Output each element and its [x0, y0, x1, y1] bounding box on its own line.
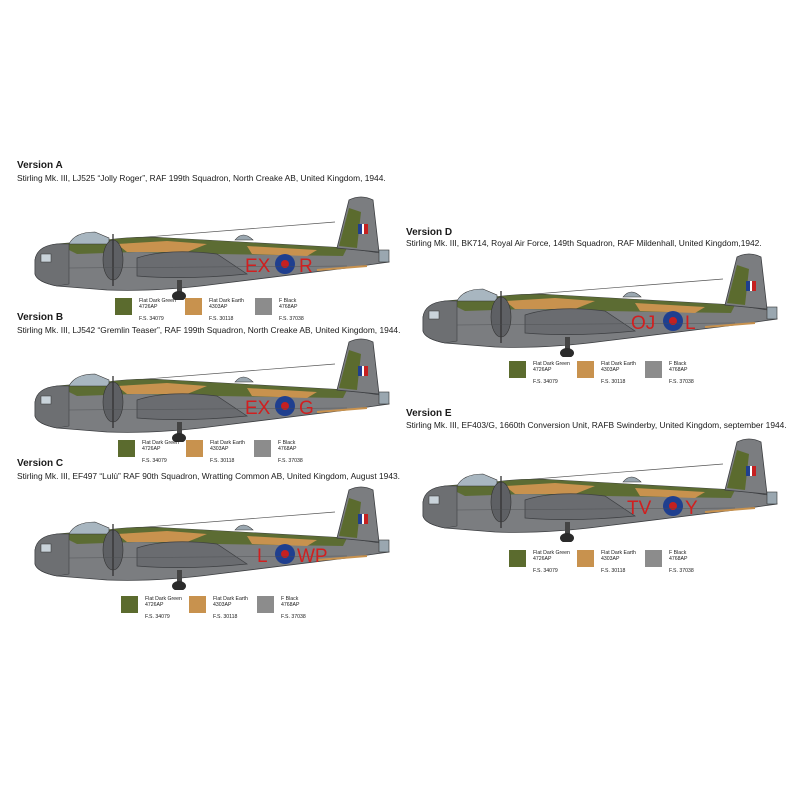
paint-name: F Black [669, 550, 687, 556]
paint-name: Flat Dark Earth [601, 361, 636, 367]
paint-fs: F.S. 30118 [209, 316, 234, 322]
paint-fs: F.S. 30118 [601, 379, 626, 385]
paint-fs: F.S. 30118 [601, 568, 626, 574]
paint-name: Flat Dark Green [533, 361, 570, 367]
version-e-aircraft: TV Y [422, 438, 778, 542]
paint-name: Flat Dark Earth [601, 550, 636, 556]
version-d-code-letters: OJ [631, 313, 655, 334]
flat-dark-earth-swatch [186, 440, 203, 457]
version-c-aircraft: L WP [34, 486, 390, 590]
paint-code: 4768AP [669, 367, 688, 374]
paint-fs: F.S. 30118 [213, 614, 238, 620]
version-c-description: Stirling Mk. III, EF497 “Lulù” RAF 90th … [17, 471, 400, 481]
paint-fs: F.S. 30118 [210, 458, 235, 464]
paint-name: Flat Dark Earth [213, 596, 248, 602]
paint-name: Flat Dark Green [533, 550, 570, 556]
paint-code: 4768AP [279, 304, 298, 311]
paint-code: 4303AP [209, 304, 228, 311]
paint-name: F Black [279, 298, 297, 304]
paint-code: 4303AP [601, 367, 620, 374]
paint-name: Flat Dark Earth [210, 440, 245, 446]
paint-code: 4726AP [139, 304, 158, 311]
paint-fs: F.S. 37038 [669, 568, 694, 574]
f-black-swatch [254, 440, 271, 457]
paint-code: 4768AP [669, 556, 688, 563]
f-black-swatch [645, 361, 662, 378]
paint-name: F Black [278, 440, 296, 446]
paint-name: F Black [669, 361, 687, 367]
paint-fs: F.S. 34079 [533, 568, 558, 574]
version-a-title: Version A [17, 160, 63, 171]
paint-code: 4726AP [145, 602, 164, 609]
version-b-title: Version B [17, 312, 64, 323]
version-d-title: Version D [406, 227, 453, 238]
paint-fs: F.S. 37038 [281, 614, 306, 620]
paint-fs: F.S. 34079 [139, 316, 164, 322]
paint-code: 4726AP [142, 446, 161, 453]
version-c-title: Version C [17, 458, 64, 469]
version-b-description: Stirling Mk. III, LJ542 “Gremlin Teaser”… [17, 325, 401, 335]
version-b-aircraft: EX G [34, 338, 390, 442]
version-d-description: Stirling Mk. III, BK714, Royal Air Force… [406, 238, 762, 248]
paint-code: 4768AP [278, 446, 297, 453]
paint-fs: F.S. 34079 [533, 379, 558, 385]
version-c-code-letters: WP [297, 546, 328, 567]
flat-dark-earth-swatch [577, 361, 594, 378]
paint-code: 4303AP [210, 446, 229, 453]
flat-dark-green-swatch [509, 361, 526, 378]
paint-name: F Black [281, 596, 299, 602]
paint-code: 4303AP [213, 602, 232, 609]
paint-name: Flat Dark Earth [209, 298, 244, 304]
paint-fs: F.S. 37038 [279, 316, 304, 322]
paint-fs: F.S. 37038 [669, 379, 694, 385]
paint-fs: F.S. 34079 [145, 614, 170, 620]
version-a-aircraft: EX R [34, 196, 390, 300]
paint-fs: F.S. 34079 [142, 458, 167, 464]
flat-dark-green-swatch [115, 298, 132, 315]
version-a-aircraft-letter: R [299, 256, 313, 277]
flat-dark-earth-swatch [189, 596, 206, 613]
version-a-code-letters: EX [245, 256, 271, 277]
flat-dark-green-swatch [509, 550, 526, 567]
paint-name: Flat Dark Green [145, 596, 182, 602]
paint-fs: F.S. 37038 [278, 458, 303, 464]
paint-name: Flat Dark Green [139, 298, 176, 304]
version-c-squadron-letter: L [257, 546, 268, 567]
version-e-code-letters: TV [627, 498, 652, 519]
f-black-swatch [257, 596, 274, 613]
version-d-aircraft-letter: L [685, 313, 696, 334]
version-b-code-letters: EX [245, 398, 271, 419]
paint-name: Flat Dark Green [142, 440, 179, 446]
version-e-title: Version E [406, 408, 452, 419]
f-black-swatch [255, 298, 272, 315]
paint-code: 4768AP [281, 602, 300, 609]
version-a-description: Stirling Mk. III, LJ525 “Jolly Roger”, R… [17, 173, 386, 183]
version-e-aircraft-letter: Y [685, 498, 698, 519]
f-black-swatch [645, 550, 662, 567]
paint-code: 4726AP [533, 556, 552, 563]
flat-dark-green-swatch [118, 440, 135, 457]
flat-dark-green-swatch [121, 596, 138, 613]
version-b-aircraft-letter: G [299, 398, 314, 419]
flat-dark-earth-swatch [185, 298, 202, 315]
paint-code: 4726AP [533, 367, 552, 374]
paint-code: 4303AP [601, 556, 620, 563]
version-e-description: Stirling Mk. III, EF403/G, 1660th Conver… [406, 420, 787, 430]
flat-dark-earth-swatch [577, 550, 594, 567]
version-d-aircraft: OJ L [422, 253, 778, 357]
